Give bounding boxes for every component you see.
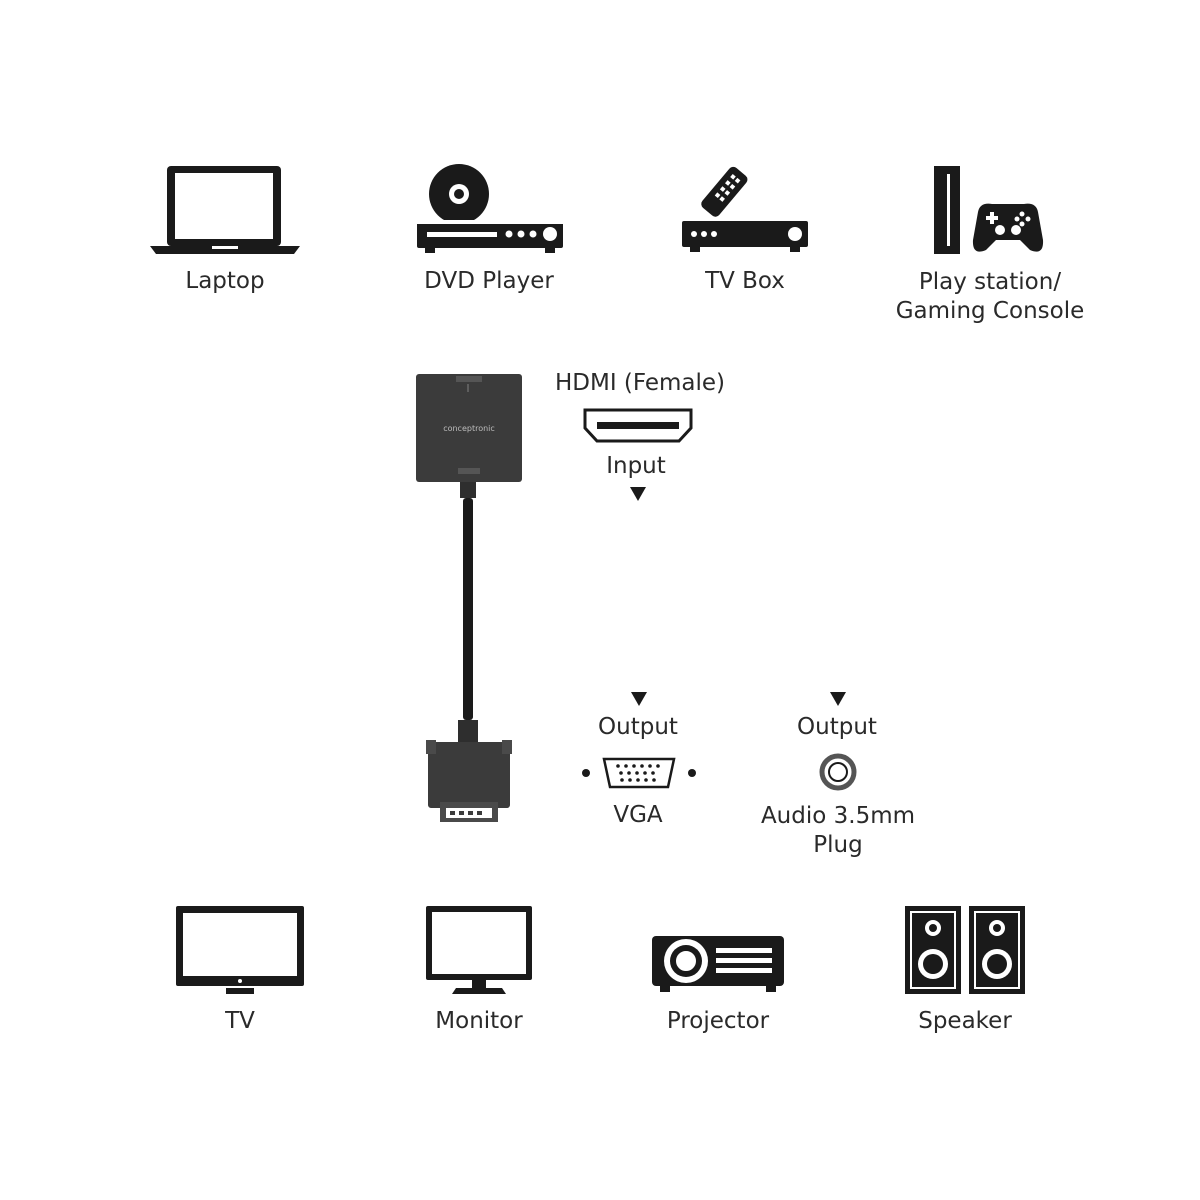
dvd-player-icon: [417, 164, 563, 253]
input-label: Input: [606, 453, 666, 479]
vga-output-label: Output: [598, 714, 678, 740]
vga-port-icon: [582, 757, 696, 789]
vga-output-arrow-icon: [631, 692, 647, 706]
audio-jack-label-line2: Plug: [813, 832, 863, 858]
gaming-console-label: Play station/ Gaming Console: [880, 268, 1100, 326]
input-arrow-icon: [630, 487, 646, 501]
speaker-label: Speaker: [918, 1008, 1012, 1034]
laptop-icon: [150, 166, 300, 254]
monitor-icon: [426, 906, 532, 994]
gaming-console-label-line1: Play station/: [918, 269, 1062, 295]
tv-icon: [176, 906, 304, 994]
speaker-icon: [905, 906, 1025, 994]
hdmi-female-label: HDMI (Female): [554, 370, 726, 396]
projector-label: Projector: [666, 1008, 770, 1034]
audio-jack-label-line1: Audio 3.5mm: [760, 803, 916, 829]
tv-box-label: TV Box: [705, 268, 785, 294]
monitor-label: Monitor: [435, 1008, 523, 1034]
gaming-console-label-line2: Gaming Console: [895, 298, 1085, 324]
audio-jack-icon: [819, 753, 857, 791]
gaming-console-icon: [934, 166, 1044, 254]
tv-box-icon: [682, 166, 808, 252]
audio-jack-label: Audio 3.5mm Plug: [738, 802, 938, 860]
hdmi-port-icon: [583, 408, 693, 443]
dvd-player-label: DVD Player: [424, 268, 554, 294]
adapter-brand: conceptronic: [443, 424, 495, 433]
tv-label: TV: [225, 1008, 255, 1034]
audio-output-label: Output: [797, 714, 877, 740]
hdmi-to-vga-adapter: [416, 374, 522, 822]
audio-output-arrow-icon: [830, 692, 846, 706]
laptop-label: Laptop: [185, 268, 265, 294]
vga-label: VGA: [613, 802, 663, 828]
projector-icon: [652, 936, 784, 992]
